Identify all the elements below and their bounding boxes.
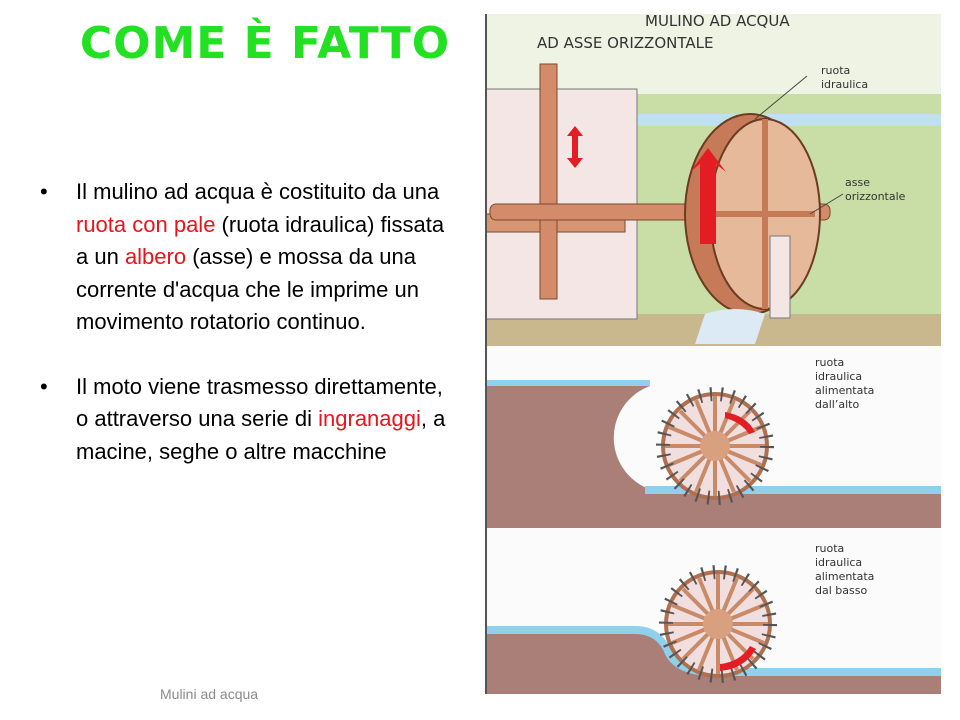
highlight-text: ruota con pale	[76, 211, 216, 237]
slide-footer: Mulini ad acqua	[160, 686, 259, 702]
slide-title: COME È FATTO	[79, 18, 451, 69]
label-line: idraulica	[815, 370, 862, 383]
highlight-text: ingranaggi	[318, 406, 421, 431]
bullet-text: Il mulino ad acqua è costituito da una	[76, 179, 440, 204]
bullet-item: Il moto viene trasmesso direttamente, o …	[38, 371, 448, 469]
stamper-beam	[539, 63, 558, 300]
water-mill-illustration: MULINO AD ACQUA AD ASSE ORIZZONTALE ruot…	[485, 14, 941, 694]
label-line: dall’alto	[815, 398, 859, 411]
bullet-text: Il moto viene trasmesso direttamente, o …	[76, 373, 443, 432]
bullet-text: (ruota idraulica) fissata a un	[76, 211, 445, 270]
label-axle: orizzontale	[845, 190, 906, 203]
bullet-text: (asse) e mossa da una corrente d'acqua c…	[76, 244, 419, 334]
label-line: idraulica	[815, 556, 862, 569]
bullet-text: , a macine, seghe o altre macchine	[76, 406, 446, 464]
label-line: ruota	[815, 542, 844, 555]
label-axle: asse	[845, 176, 870, 189]
channel-undershot	[485, 632, 941, 694]
up-down-arrow-icon	[567, 126, 583, 168]
label-line: ruota	[815, 356, 844, 369]
label-line: alimentata	[815, 570, 874, 583]
rotation-arrow-icon	[725, 412, 755, 434]
illustration-heading: MULINO AD ACQUA	[645, 14, 790, 30]
label-wheel: idraulica	[821, 78, 868, 91]
label-overshot: ruota idraulica alimentata dall’alto	[815, 356, 874, 411]
illustration-heading: AD ASSE ORIZZONTALE	[537, 34, 713, 52]
bullet-item: Il mulino ad acqua è costituito da una r…	[38, 176, 448, 339]
rotation-arrow-icon	[690, 148, 726, 244]
undershot-wheel	[666, 572, 770, 676]
label-undershot: ruota idraulica alimentata dal basso	[815, 542, 874, 597]
overshot-wheel	[663, 394, 767, 498]
label-line: dal basso	[815, 584, 867, 597]
bullet-list: Il mulino ad acqua è costituito da una r…	[38, 176, 448, 500]
rotation-arrow-icon	[720, 646, 756, 671]
label-line: alimentata	[815, 384, 874, 397]
highlight-text: albero	[124, 244, 187, 269]
label-wheel: ruota	[821, 64, 850, 77]
